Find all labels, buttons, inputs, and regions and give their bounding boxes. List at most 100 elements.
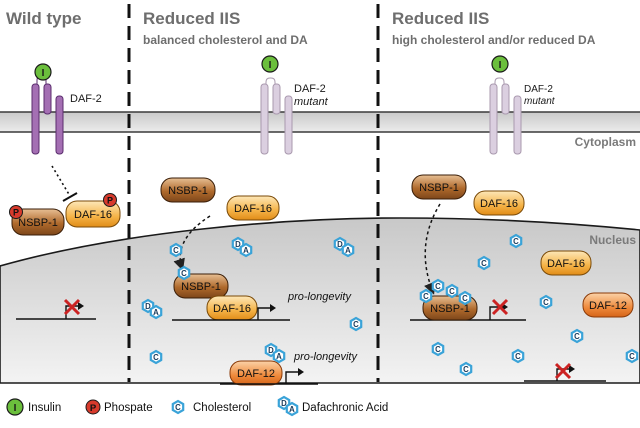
daf12-protein: DAF-12 [582, 292, 634, 318]
svg-text:DAF-16: DAF-16 [234, 203, 272, 215]
panel-title-reduced-iis-2: Reduced IIS [392, 9, 489, 28]
cholesterol-icon: C [349, 316, 363, 332]
svg-text:C: C [629, 352, 635, 361]
cytoplasm-label: Cytoplasm [575, 135, 636, 149]
svg-text:C: C [181, 269, 187, 278]
gene-blocked-daf12 [524, 362, 606, 382]
daf16-protein-cytoplasm: DAF-16 [226, 195, 280, 221]
svg-text:C: C [153, 353, 159, 362]
svg-text:NSBP-1: NSBP-1 [419, 182, 459, 194]
nsbp1-protein-cytoplasm: NSBP-1 [160, 177, 216, 203]
translocation-arrow [173, 215, 211, 271]
cholesterol-icon: C [169, 242, 183, 258]
svg-text:I: I [499, 60, 502, 71]
daf16-protein-nucleus: DAF-16 [206, 295, 258, 321]
svg-text:A: A [153, 308, 159, 317]
insulin-icon: I [261, 55, 279, 73]
svg-text:C: C [462, 294, 468, 303]
da-ring-a: A [341, 242, 355, 258]
svg-text:I: I [14, 403, 17, 414]
daf12-protein: DAF-12 [229, 360, 283, 386]
panel-title-reduced-iis-1: Reduced IIS [143, 9, 240, 28]
cholesterol-icon: C [511, 348, 525, 364]
svg-text:A: A [345, 246, 351, 255]
cholesterol-icon: C [458, 290, 472, 306]
svg-text:C: C [463, 365, 469, 374]
svg-text:A: A [276, 352, 282, 361]
svg-text:NSBP-1: NSBP-1 [430, 303, 470, 315]
dafachronic-acid-icon: DA [264, 342, 286, 364]
svg-text:C: C [175, 403, 181, 412]
legend-insulin-icon: I [6, 398, 24, 416]
cholesterol-icon: C [570, 328, 584, 344]
daf2-receptor-wild-type [31, 75, 64, 155]
svg-text:C: C [423, 292, 429, 301]
svg-text:NSBP-1: NSBP-1 [18, 217, 58, 229]
svg-text:P: P [90, 403, 97, 414]
cholesterol-icon: C [177, 265, 191, 281]
dafachronic-acid-icon: DA [231, 236, 253, 258]
block-x-icon [554, 362, 572, 380]
inhibition-arrow [51, 165, 78, 202]
svg-text:NSBP-1: NSBP-1 [181, 281, 221, 293]
daf16-protein-cytoplasm: DAF-16 [473, 190, 525, 216]
cell-membrane [0, 112, 640, 132]
cholesterol-icon: C [477, 255, 491, 271]
daf2-label-wild-type: DAF-2 [70, 93, 102, 105]
svg-text:DAF-16: DAF-16 [74, 209, 112, 221]
panel-subtitle-high-cholesterol: high cholesterol and/or reduced DA [392, 33, 596, 47]
svg-text:C: C [353, 320, 359, 329]
cholesterol-icon: C [625, 348, 639, 364]
dafachronic-acid-icon: DA [277, 395, 299, 417]
daf2-label-mutant: DAF-2 [524, 84, 553, 95]
svg-text:NSBP-1: NSBP-1 [168, 185, 208, 197]
svg-text:I: I [42, 68, 45, 79]
svg-text:A: A [243, 246, 249, 255]
legend: I Insulin P Phospate C Cholesterol DA Da… [6, 395, 388, 417]
cholesterol-icon: C [445, 283, 459, 299]
nsbp1-protein-phosphorylated: NSBP-1 [11, 208, 65, 236]
svg-text:D: D [337, 240, 343, 249]
daf2-receptor-mutant [260, 77, 293, 155]
svg-text:C: C [481, 259, 487, 268]
da-ring-a: A [149, 304, 163, 320]
cholesterol-icon: C [431, 341, 445, 357]
pro-longevity-label: pro-longevity [293, 351, 358, 363]
svg-text:A: A [289, 405, 295, 414]
daf16-protein-nucleus: DAF-16 [540, 250, 592, 276]
block-x-icon [491, 298, 509, 316]
phosphate-icon: P [9, 205, 23, 219]
mutant-label: mutant [294, 96, 329, 108]
svg-text:D: D [235, 240, 241, 249]
svg-text:D: D [281, 399, 287, 408]
cholesterol-icon: C [171, 399, 185, 415]
dafachronic-acid-icon: DA [333, 236, 355, 258]
svg-text:D: D [145, 302, 151, 311]
legend-cholesterol-icon: C [171, 399, 185, 415]
cholesterol-icon: C [539, 294, 553, 310]
cholesterol-icon: C [419, 288, 433, 304]
translocation-arrow [424, 203, 441, 295]
insulin-icon: I [34, 63, 52, 81]
daf16-protein-phosphorylated: DAF-16 [65, 200, 121, 228]
gene-pro-longevity-daf12 [220, 368, 318, 385]
insulin-icon: I [491, 55, 509, 73]
svg-text:C: C [515, 352, 521, 361]
svg-text:DAF-12: DAF-12 [589, 300, 627, 312]
svg-text:C: C [435, 345, 441, 354]
cholesterol-icon: C [509, 233, 523, 249]
daf2-label-mutant: DAF-2 [294, 83, 326, 95]
svg-text:C: C [173, 246, 179, 255]
svg-text:DAF-12: DAF-12 [237, 368, 275, 380]
svg-text:DAF-16: DAF-16 [213, 303, 251, 315]
svg-text:C: C [574, 332, 580, 341]
phosphate-icon: P [103, 193, 117, 207]
svg-text:C: C [543, 298, 549, 307]
nsbp1-protein-nucleus: NSBP-1 [173, 273, 229, 299]
nsbp1-protein-cytoplasm: NSBP-1 [411, 174, 467, 200]
gene-blocked-wild-type [16, 298, 96, 320]
svg-text:P: P [13, 208, 19, 218]
panel-subtitle-balanced: balanced cholesterol and DA [143, 33, 308, 47]
